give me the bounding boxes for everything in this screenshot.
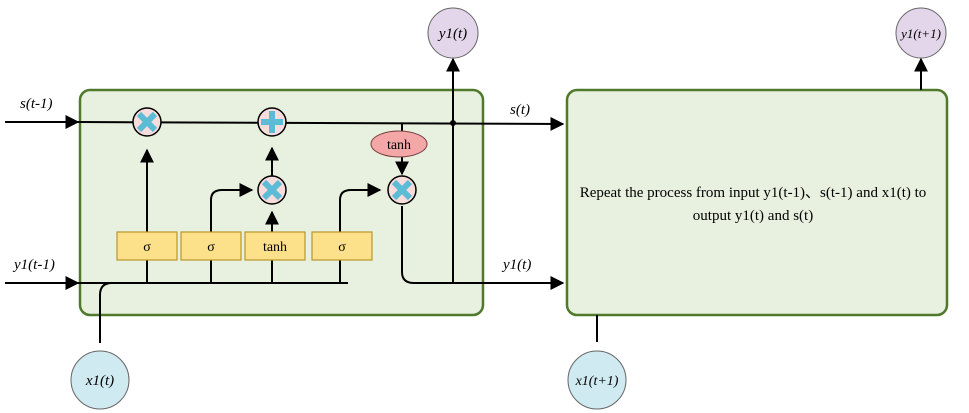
hidden-in-label: y1(t-1)	[12, 257, 55, 273]
svg-text:σ: σ	[143, 240, 151, 255]
hidden-out-label: y1(t)	[501, 257, 531, 273]
cell-state-out-label: s(t)	[510, 102, 530, 118]
svg-text:y1(t): y1(t)	[437, 26, 467, 42]
svg-text:x1(t+1): x1(t+1)	[575, 374, 619, 389]
add-op	[257, 107, 287, 137]
svg-text:x1(t): x1(t)	[85, 373, 114, 389]
output-multiply-op	[387, 175, 417, 205]
next-cell-box	[565, 88, 949, 317]
svg-text:σ: σ	[207, 240, 215, 255]
tanh-ellipse-label: tanh	[387, 138, 411, 153]
tanh-ellipse	[370, 130, 428, 158]
forget-multiply-op	[132, 107, 162, 137]
x-input-line	[99, 282, 113, 343]
svg-text:y1(t+1): y1(t+1)	[899, 26, 941, 41]
cell-state-in-label: s(t-1)	[20, 96, 53, 112]
input-gate: σ	[180, 231, 242, 261]
svg-text:tanh: tanh	[263, 240, 287, 255]
input-x-node: x1(t)	[70, 350, 130, 410]
output-gate: σ	[311, 231, 373, 261]
next-cell-description-line2: output y1(t) and s(t)	[693, 208, 813, 224]
input-multiply-op	[257, 175, 287, 205]
forget-gate: σ	[116, 231, 178, 261]
next-cell-description-line1: Repeat the process from input y1(t-1)、s(…	[580, 185, 927, 201]
svg-text:σ: σ	[338, 240, 346, 255]
output-y-next-node: y1(t+1)	[895, 7, 947, 59]
input-x-next-node: x1(t+1)	[567, 350, 627, 410]
candidate-gate: tanh	[244, 231, 306, 261]
output-y-node: y1(t)	[427, 7, 479, 59]
junction-dot	[450, 120, 456, 126]
